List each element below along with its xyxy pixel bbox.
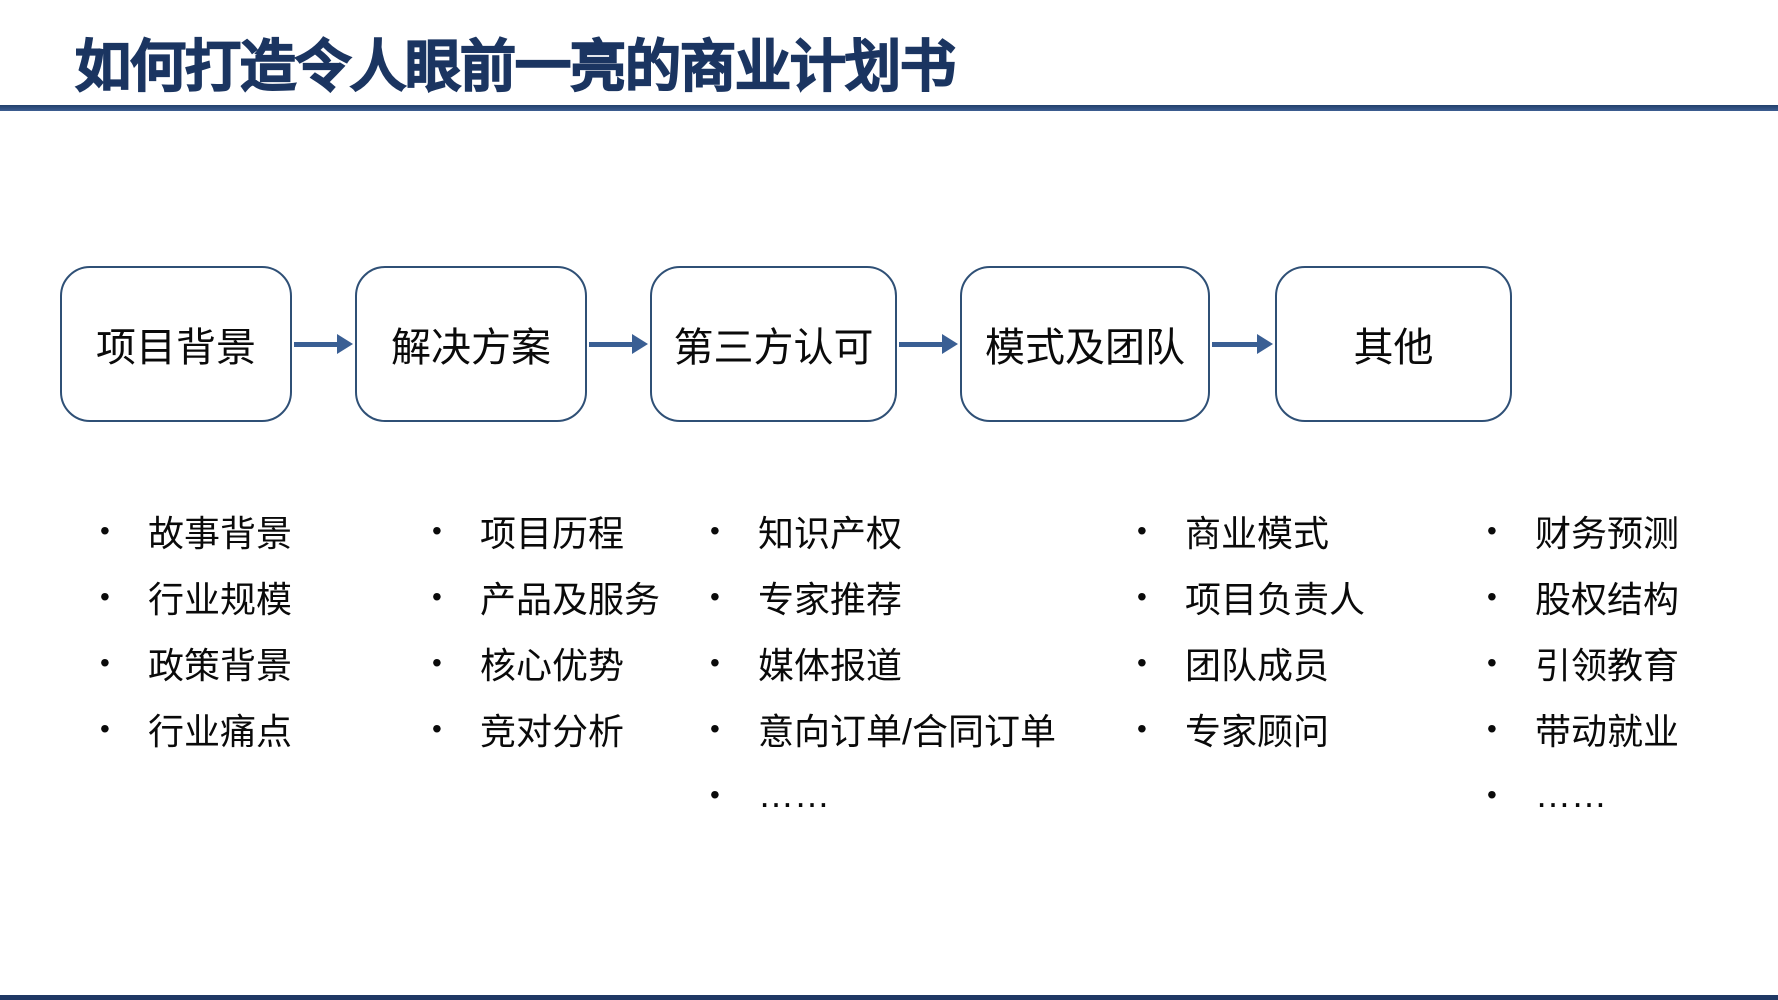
arrow-shaft	[899, 341, 942, 347]
list-item: • 知识产权	[710, 498, 1056, 564]
bullet-icon: •	[710, 515, 720, 546]
title-divider	[0, 105, 1778, 111]
list-item: • 项目负责人	[1137, 564, 1365, 630]
list-item-text: 政策背景	[148, 645, 293, 686]
list-item-text: 股权结构	[1535, 579, 1680, 620]
list-item-text: 竞对分析	[480, 711, 625, 752]
flow-arrow	[899, 334, 958, 354]
list-item-text: 故事背景	[148, 513, 293, 554]
bottom-divider	[0, 995, 1778, 1000]
list-item-text: ……	[1535, 774, 1607, 815]
arrow-head-icon	[337, 334, 353, 354]
list-item-text: 专家顾问	[1185, 711, 1330, 752]
stage-label: 第三方认可	[673, 326, 874, 370]
bullet-icon: •	[100, 647, 110, 678]
list-item: • 核心优势	[432, 630, 660, 696]
bullet-icon: •	[710, 647, 720, 678]
list-item: • 产品及服务	[432, 564, 660, 630]
list-item-text: 团队成员	[1185, 645, 1330, 686]
list-item-text: 项目历程	[480, 513, 625, 554]
list-item: • 故事背景	[100, 498, 292, 564]
list-item: • 引领教育	[1487, 630, 1679, 696]
stage-box-others: 其他	[1275, 266, 1512, 422]
list-item: • 带动就业	[1487, 696, 1679, 762]
list-item-text: 带动就业	[1535, 711, 1680, 752]
bullet-icon: •	[710, 581, 720, 612]
bullet-icon: •	[1487, 581, 1497, 612]
arrow-head-icon	[632, 334, 648, 354]
bullet-icon: •	[100, 713, 110, 744]
bullet-icon: •	[1487, 779, 1497, 810]
flow-arrow	[589, 334, 648, 354]
arrow-head-icon	[1257, 334, 1273, 354]
arrow-shaft	[1212, 341, 1257, 347]
bullet-icon: •	[432, 713, 442, 744]
list-item-text: 媒体报道	[758, 645, 903, 686]
bullet-icon: •	[1137, 581, 1147, 612]
list-item-text: 财务预测	[1535, 513, 1680, 554]
list-item-text: 引领教育	[1535, 645, 1680, 686]
bullet-list-solution: • 项目历程 • 产品及服务 • 核心优势 • 竞对分析	[432, 498, 660, 762]
page-title: 如何打造令人眼前一亮的商业计划书	[74, 34, 957, 99]
list-item-text: 专家推荐	[758, 579, 903, 620]
arrow-shaft	[294, 341, 337, 347]
bullet-icon: •	[432, 647, 442, 678]
list-item: • 专家顾问	[1137, 696, 1365, 762]
list-item: • 政策背景	[100, 630, 292, 696]
list-item-text: 行业规模	[148, 579, 293, 620]
bullet-list-model-and-team: • 商业模式 • 项目负责人 • 团队成员 • 专家顾问	[1137, 498, 1365, 762]
list-item: • 行业痛点	[100, 696, 292, 762]
stage-label: 模式及团队	[985, 326, 1185, 370]
bullet-icon: •	[432, 515, 442, 546]
flow-arrow	[294, 334, 353, 354]
list-item: • 意向订单/合同订单	[710, 696, 1056, 762]
bullet-list-others: • 财务预测 • 股权结构 • 引领教育 • 带动就业 • ……	[1487, 498, 1679, 828]
bullet-icon: •	[710, 713, 720, 744]
list-item: • 竞对分析	[432, 696, 660, 762]
list-item: • 商业模式	[1137, 498, 1365, 564]
list-item: • 财务预测	[1487, 498, 1679, 564]
bullet-icon: •	[1137, 647, 1147, 678]
stage-label: 其他	[1353, 326, 1434, 370]
bullet-icon: •	[1487, 647, 1497, 678]
arrow-shaft	[589, 341, 632, 347]
bullet-icon: •	[1137, 713, 1147, 744]
stage-box-model-and-team: 模式及团队	[960, 266, 1210, 422]
list-item: • 团队成员	[1137, 630, 1365, 696]
stage-box-solution: 解决方案	[355, 266, 587, 422]
arrow-head-icon	[942, 334, 958, 354]
list-item: • 股权结构	[1487, 564, 1679, 630]
list-item: • 媒体报道	[710, 630, 1056, 696]
list-item-text: 核心优势	[480, 645, 625, 686]
flow-arrow	[1212, 334, 1273, 354]
bullet-list-project-background: • 故事背景 • 行业规模 • 政策背景 • 行业痛点	[100, 498, 292, 762]
bullet-icon: •	[1487, 713, 1497, 744]
list-item: • ……	[1487, 762, 1679, 828]
list-item-text: 商业模式	[1185, 513, 1330, 554]
bullet-icon: •	[432, 581, 442, 612]
list-item: • ……	[710, 762, 1056, 828]
list-item-text: 知识产权	[758, 513, 903, 554]
list-item-text: ……	[758, 774, 830, 815]
list-item: • 行业规模	[100, 564, 292, 630]
bullet-list-third-party-recognition: • 知识产权 • 专家推荐 • 媒体报道 • 意向订单/合同订单 • ……	[710, 498, 1056, 828]
stage-box-project-background: 项目背景	[60, 266, 292, 422]
bullet-icon: •	[100, 581, 110, 612]
list-item-text: 产品及服务	[480, 579, 661, 620]
list-item-text: 项目负责人	[1185, 579, 1366, 620]
stage-box-third-party-recognition: 第三方认可	[650, 266, 897, 422]
list-item: • 专家推荐	[710, 564, 1056, 630]
bullet-icon: •	[1487, 515, 1497, 546]
list-item-text: 行业痛点	[148, 711, 293, 752]
bullet-icon: •	[100, 515, 110, 546]
list-item: • 项目历程	[432, 498, 660, 564]
stage-label: 项目背景	[96, 326, 256, 370]
bullet-icon: •	[1137, 515, 1147, 546]
list-item-text: 意向订单/合同订单	[758, 711, 1057, 752]
stage-label: 解决方案	[391, 326, 551, 370]
bullet-icon: •	[710, 779, 720, 810]
